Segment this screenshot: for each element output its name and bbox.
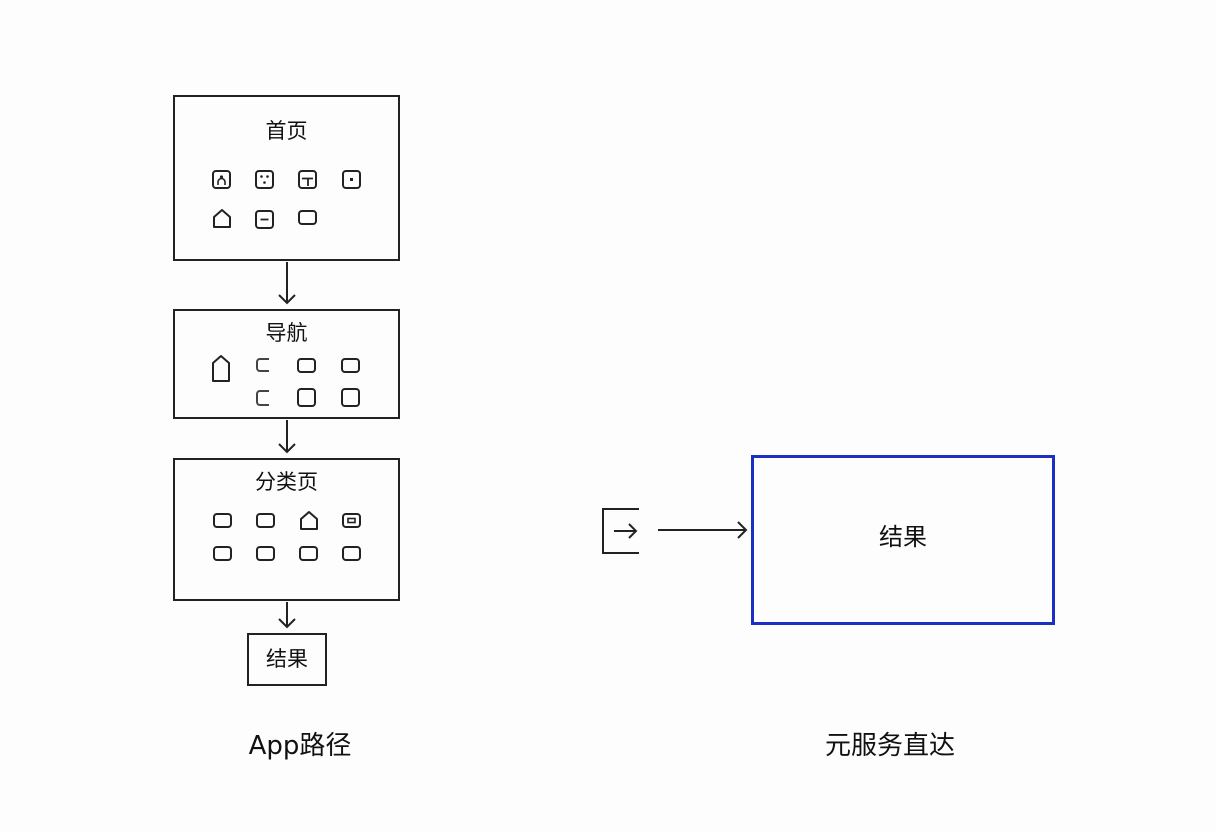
app-result-box: 结果	[247, 633, 327, 686]
category-tile-icon	[342, 546, 361, 561]
direct-result-box: 结果	[751, 455, 1055, 625]
nav-tile-icon	[341, 388, 360, 407]
home-page-box: 首页	[173, 95, 400, 261]
bracket-nav-icon	[255, 357, 271, 373]
home-page-title: 首页	[265, 119, 308, 143]
app-path-caption: App路径	[248, 731, 352, 761]
enter-icon	[600, 507, 642, 555]
blank-app-icon	[298, 210, 317, 225]
category-tile-icon	[213, 546, 232, 561]
minus-app-icon	[255, 210, 274, 229]
category-tile-icon	[213, 513, 232, 528]
house-nav-icon	[210, 353, 232, 385]
house-category-icon	[298, 509, 320, 531]
card-category-icon	[342, 513, 361, 528]
category-box: 分类页	[173, 458, 400, 601]
category-title: 分类页	[255, 470, 318, 494]
arrow-enter-to-result	[658, 521, 748, 539]
house-app-icon	[211, 207, 233, 229]
nav-title: 导航	[265, 321, 308, 345]
direct-result-label: 结果	[879, 523, 927, 551]
nav-tile-icon	[297, 388, 316, 407]
category-tile-icon	[299, 546, 318, 561]
arrow-nav-to-category	[278, 420, 296, 454]
arrow-home-to-nav	[278, 262, 296, 305]
bracket-nav-icon	[255, 389, 271, 407]
grid-app-icon	[298, 170, 317, 189]
category-tile-icon	[256, 513, 275, 528]
arrow-category-to-result	[278, 602, 296, 629]
category-tile-icon	[256, 546, 275, 561]
direct-caption: 元服务直达	[824, 731, 955, 761]
dot-app-icon	[342, 170, 361, 189]
person-app-icon	[212, 170, 231, 189]
nav-box: 导航	[173, 309, 400, 419]
nav-tile-icon	[341, 358, 360, 373]
dice-app-icon	[255, 170, 274, 189]
app-result-label: 结果	[266, 647, 308, 671]
nav-tile-icon	[297, 358, 316, 373]
